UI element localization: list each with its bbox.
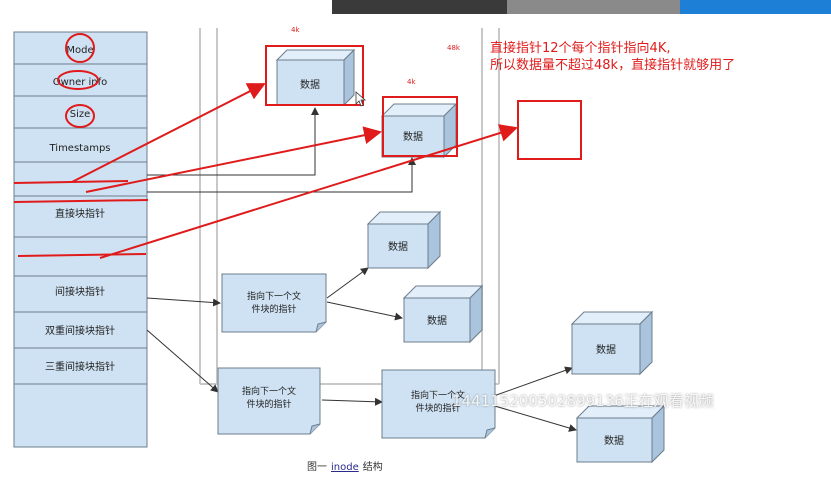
circle-owner — [57, 70, 99, 90]
annotation-note: 直接指针12个每个指针指向4K, 所以数据量不超过48k，直接指针就够用了 — [490, 40, 790, 74]
field-triple-indirect-pointer: 三重间接块指针 — [45, 360, 115, 373]
data-cube: 数据 — [380, 102, 458, 159]
box-4k-b — [382, 96, 458, 157]
data-cube: 数据 — [575, 404, 666, 464]
caption-suffix: 结构 — [362, 462, 383, 473]
size-label-48k: 48k — [447, 44, 461, 52]
caption-keyword: inode — [331, 462, 359, 473]
data-cube: 数据 — [366, 210, 442, 270]
pointer-block: 指向下一个文 件块的指针 — [381, 369, 496, 439]
size-label-4k-b: 4k — [407, 78, 416, 86]
svg-text:数据: 数据 — [388, 240, 408, 253]
annotation-note-line1: 直接指针12个每个指针指向4K, — [490, 41, 671, 56]
svg-text:件块的指针: 件块的指针 — [246, 398, 291, 410]
field-double-indirect-pointer: 双重间接块指针 — [45, 324, 115, 337]
inode-table: Mode Owner info Size Timestamps 直接块指针 间接… — [13, 31, 148, 448]
annotation-note-line2: 所以数据量不超过48k，直接指针就够用了 — [490, 58, 736, 73]
pointer-block: 指向下一个文 件块的指针 — [221, 273, 327, 333]
caption-prefix: 图一 — [307, 462, 327, 473]
svg-text:件块的指针: 件块的指针 — [251, 303, 296, 315]
field-timestamps: Timestamps — [48, 143, 110, 154]
red-annotations — [13, 33, 582, 259]
viewer-watermark: 144115200502899136正在观看视频 — [452, 392, 714, 410]
svg-text:数据: 数据 — [403, 130, 423, 143]
field-indirect-pointer: 间接块指针 — [55, 285, 105, 298]
field-size: Size — [70, 109, 91, 120]
circle-mode — [65, 33, 95, 63]
svg-text:数据: 数据 — [596, 343, 616, 356]
cursor-icon — [355, 91, 367, 107]
connectors — [146, 107, 577, 432]
data-cube: 数据 — [570, 310, 654, 376]
svg-text:件块的指针: 件块的指针 — [415, 402, 460, 414]
svg-text:指向下一个文: 指向下一个文 — [242, 385, 296, 397]
size-label-4k-a: 4k — [291, 26, 300, 34]
svg-text:指向下一个文: 指向下一个文 — [411, 389, 465, 401]
field-direct-pointer: 直接块指针 — [55, 207, 105, 220]
field-mode: Mode — [66, 45, 93, 56]
circle-size — [65, 104, 95, 128]
svg-text:数据: 数据 — [604, 434, 624, 447]
svg-text:数据: 数据 — [300, 78, 320, 91]
box-4k-a — [265, 45, 364, 106]
box-48k — [517, 100, 582, 160]
video-progress-gray — [507, 0, 680, 14]
svg-text:指向下一个文: 指向下一个文 — [247, 290, 301, 302]
svg-text:数据: 数据 — [427, 314, 447, 327]
pointer-block: 指向下一个文 件块的指针 — [217, 367, 321, 435]
data-cube: 数据 — [275, 48, 356, 107]
field-owner-info: Owner info — [53, 77, 108, 88]
video-progress-dark — [332, 0, 507, 14]
video-progress-blue — [680, 0, 831, 14]
data-cube: 数据 — [402, 284, 484, 344]
